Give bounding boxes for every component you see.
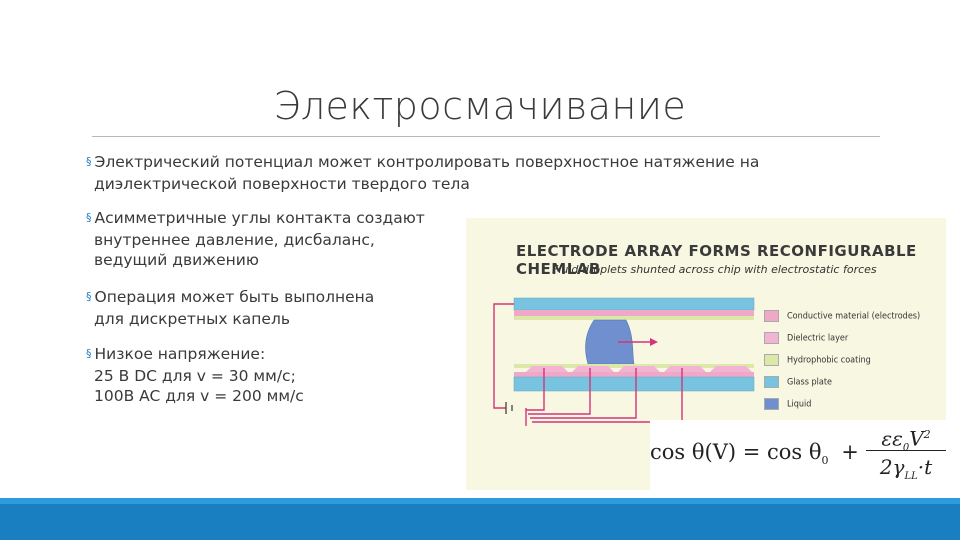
bullet-line: диэлектрической поверхности твердого тел… [94,175,470,193]
motion-arrow-head [650,338,658,346]
young-lippmann-equation: cos θ(V) = cos θ0 + εε0V2 2γLL·t [650,420,950,492]
figure-title: ELECTRODE ARRAY FORMS RECONFIGURABLE CHE… [516,242,917,278]
bullet-marker: § [86,155,92,168]
legend-item: Hydrophobic coating [764,354,871,366]
legend-item: Conductive material (electrodes) [764,310,920,322]
footer-accent [0,498,960,504]
title-divider [92,136,880,137]
top-conductive-layer [514,310,754,316]
bullet-4: §Низкое напряжение: 25 В DC для v = 30 м… [86,344,304,406]
equation-fraction: εε0V2 2γLL·t [866,420,946,482]
bullet-line: 100В AC для v = 200 мм/с [94,387,304,405]
electrode-bumps [526,366,752,372]
legend-item: Liquid [764,398,811,410]
bullet-line: Электрический потенциал может контролиро… [94,153,760,171]
legend-item: Dielectric layer [764,332,848,344]
legend-swatch [764,332,779,344]
battery-icon [505,402,513,414]
legend-swatch [764,354,779,366]
electrode-diagram [493,297,755,426]
legend-item: Glass plate [764,376,832,388]
figure-subtitle: Fluid droplets shunted across chip with … [552,263,877,276]
footer-bar [0,498,960,540]
bottom-dielectric-layer [514,372,754,377]
equation-numerator: εε0V2 [881,426,931,454]
bullet-line: Асимметричные углы контакта создают [94,209,425,227]
fraction-bar [866,450,946,451]
bullet-1: §Электрический потенциал может контролир… [86,152,759,194]
bullet-marker: § [86,211,92,224]
top-hydrophobic-layer [514,316,754,320]
legend-swatch [764,310,779,322]
slide-title: Электросмачивание [273,84,687,128]
legend-swatch [764,376,779,388]
legend-swatch [764,398,779,410]
bullet-marker: § [86,290,92,303]
bullet-marker: § [86,347,92,360]
bullet-3: §Операция может быть выполнена для дискр… [86,287,374,329]
equation-lhs: cos θ(V) = cos θ0 + [650,440,859,468]
equation-denominator: 2γLL·t [879,455,933,482]
bullet-2: §Асимметричные углы контакта создают вну… [86,208,425,270]
top-glass-plate [513,297,755,311]
bullet-line: Операция может быть выполнена [94,288,375,306]
bottom-glass-plate [513,376,755,392]
bullet-line: 25 В DC для v = 30 мм/с; [94,367,296,385]
bullet-line: ведущий движению [94,251,259,269]
bullet-line: для дискретных капель [94,310,290,328]
bullet-line: Низкое напряжение: [94,345,266,363]
bullet-line: внутреннее давление, дисбаланс, [94,231,375,249]
